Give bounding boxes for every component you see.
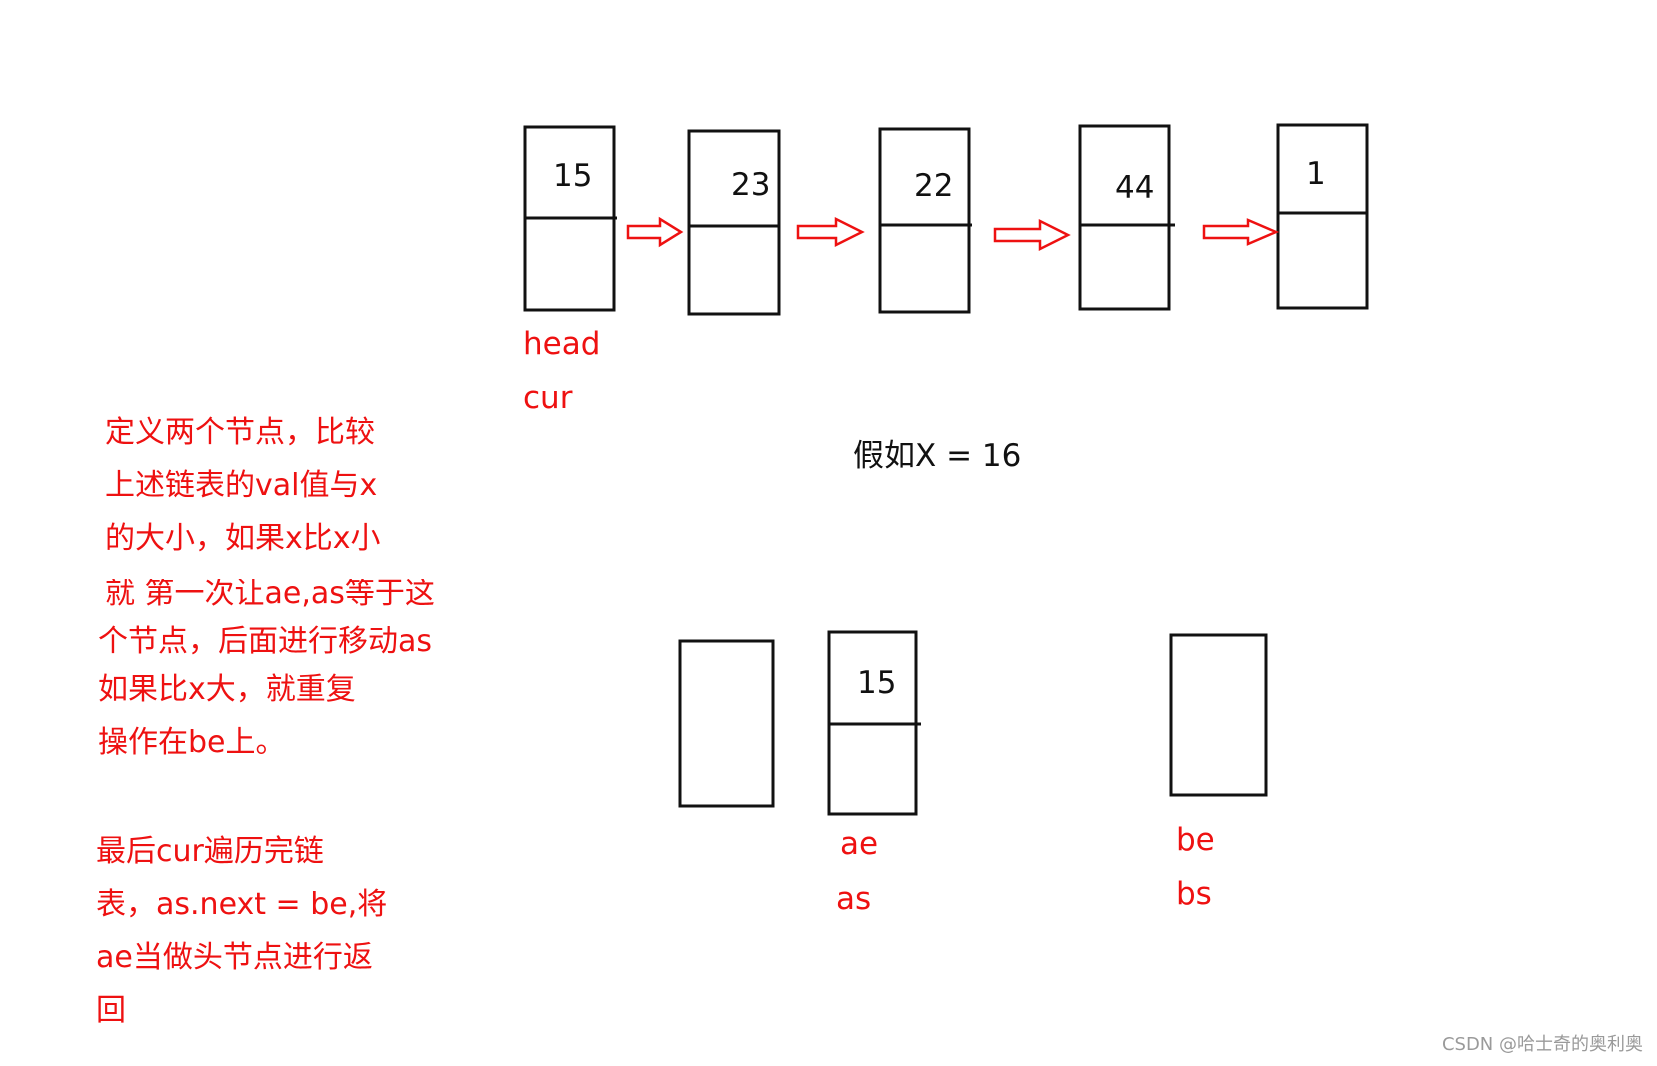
node-value: 22: [914, 168, 954, 204]
pointer-label-bs: bs: [1176, 876, 1212, 912]
note-line: ae当做头节点进行返: [96, 940, 373, 975]
node-value: 1: [1306, 156, 1326, 192]
be-node: [1169, 633, 1268, 797]
empty-node: [678, 639, 775, 808]
arrow-icon: [1202, 218, 1280, 246]
list-node: [523, 125, 617, 312]
node-value: 15: [553, 158, 593, 194]
list-node: [1276, 123, 1369, 310]
node-value: 15: [857, 665, 897, 701]
condition-label: 假如X = 16: [853, 438, 1022, 474]
note-line: 回: [96, 993, 126, 1028]
arrow-icon: [626, 216, 684, 248]
list-node: [878, 127, 972, 314]
pointer-label-cur: cur: [523, 380, 573, 416]
note-line: 定义两个节点，比较: [105, 415, 375, 450]
note-line: 操作在be上。: [98, 725, 286, 760]
note-line: 上述链表的val值与x: [105, 468, 378, 503]
node-value: 44: [1115, 170, 1155, 206]
note-line: 最后cur遍历完链: [96, 834, 324, 869]
note-line: 的大小，如果x比x小: [105, 521, 381, 556]
node-value: 23: [731, 167, 771, 203]
note-line: 表，as.next = be,将: [96, 887, 388, 922]
pointer-label-head: head: [523, 326, 601, 362]
note-line: 个节点，后面进行移动as: [98, 624, 433, 659]
watermark: CSDN @哈士奇的奥利奥: [1441, 1034, 1643, 1055]
ae-node: [827, 630, 921, 816]
arrow-icon: [993, 218, 1071, 252]
arrow-icon: [796, 216, 865, 248]
list-node: [1078, 124, 1175, 311]
pointer-label-be: be: [1176, 822, 1215, 858]
note-line: 如果比x大，就重复: [98, 672, 356, 707]
pointer-label-ae: ae: [840, 826, 879, 862]
note-line: 就 第一次让ae,as等于这: [105, 579, 435, 609]
pointer-label-as: as: [836, 881, 872, 917]
list-node: [687, 129, 781, 316]
